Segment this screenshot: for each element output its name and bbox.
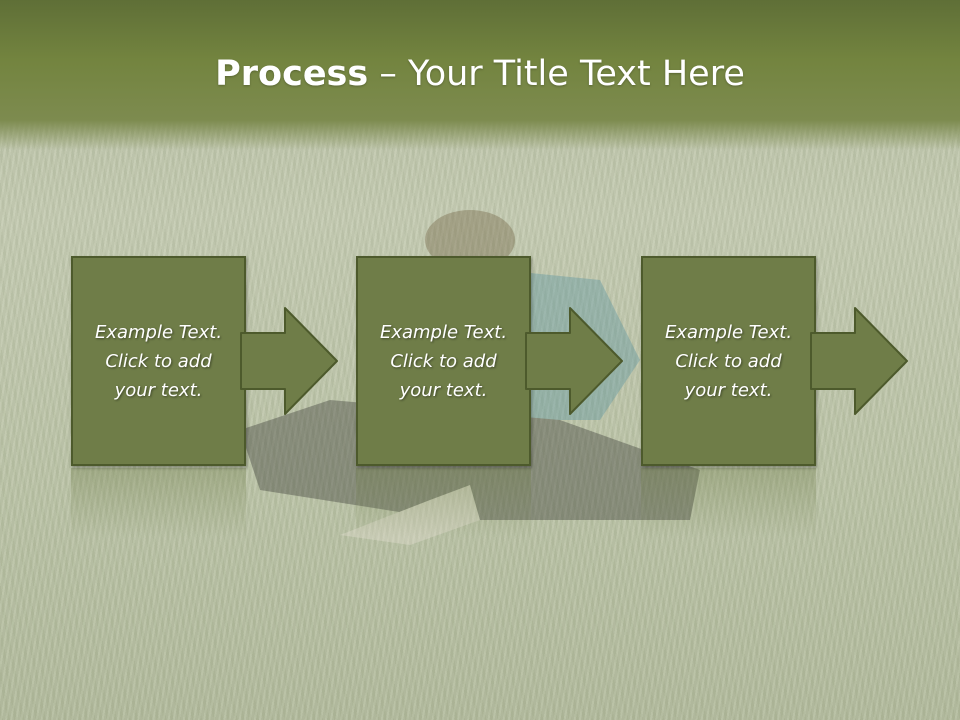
slide-title[interactable]: Process – Your Title Text Here [0, 52, 960, 96]
step-box[interactable]: Example Text. Click to add your text. [356, 256, 531, 466]
right-arrow-icon [810, 307, 908, 415]
step-text[interactable]: Example Text. Click to add your text. [84, 318, 234, 405]
step-text[interactable]: Example Text. Click to add your text. [369, 318, 519, 405]
step-text-line-1: Example Text. [94, 321, 223, 343]
right-arrow-icon [525, 307, 623, 415]
process-step-1: Example Text. Click to add your text. [71, 256, 338, 538]
step-reflection [71, 468, 246, 538]
title-rest: – Your Title Text Here [368, 54, 745, 94]
step-box[interactable]: Example Text. Click to add your text. [641, 256, 816, 466]
step-reflection [641, 468, 816, 538]
process-step-3: Example Text. Click to add your text. [641, 256, 908, 538]
step-text-line-3: your text. [684, 379, 773, 401]
step-text-line-1: Example Text. [664, 321, 793, 343]
step-reflection [356, 468, 531, 538]
right-arrow-icon [240, 307, 338, 415]
title-band [0, 0, 960, 150]
step-text-line-2: Click to add [390, 350, 497, 372]
step-text-line-2: Click to add [675, 350, 782, 372]
step-text[interactable]: Example Text. Click to add your text. [654, 318, 804, 405]
step-text-line-3: your text. [399, 379, 488, 401]
process-step-2: Example Text. Click to add your text. [356, 256, 623, 538]
step-text-line-2: Click to add [105, 350, 212, 372]
step-text-line-3: your text. [114, 379, 203, 401]
step-box[interactable]: Example Text. Click to add your text. [71, 256, 246, 466]
title-bold: Process [215, 54, 369, 94]
step-text-line-1: Example Text. [379, 321, 508, 343]
